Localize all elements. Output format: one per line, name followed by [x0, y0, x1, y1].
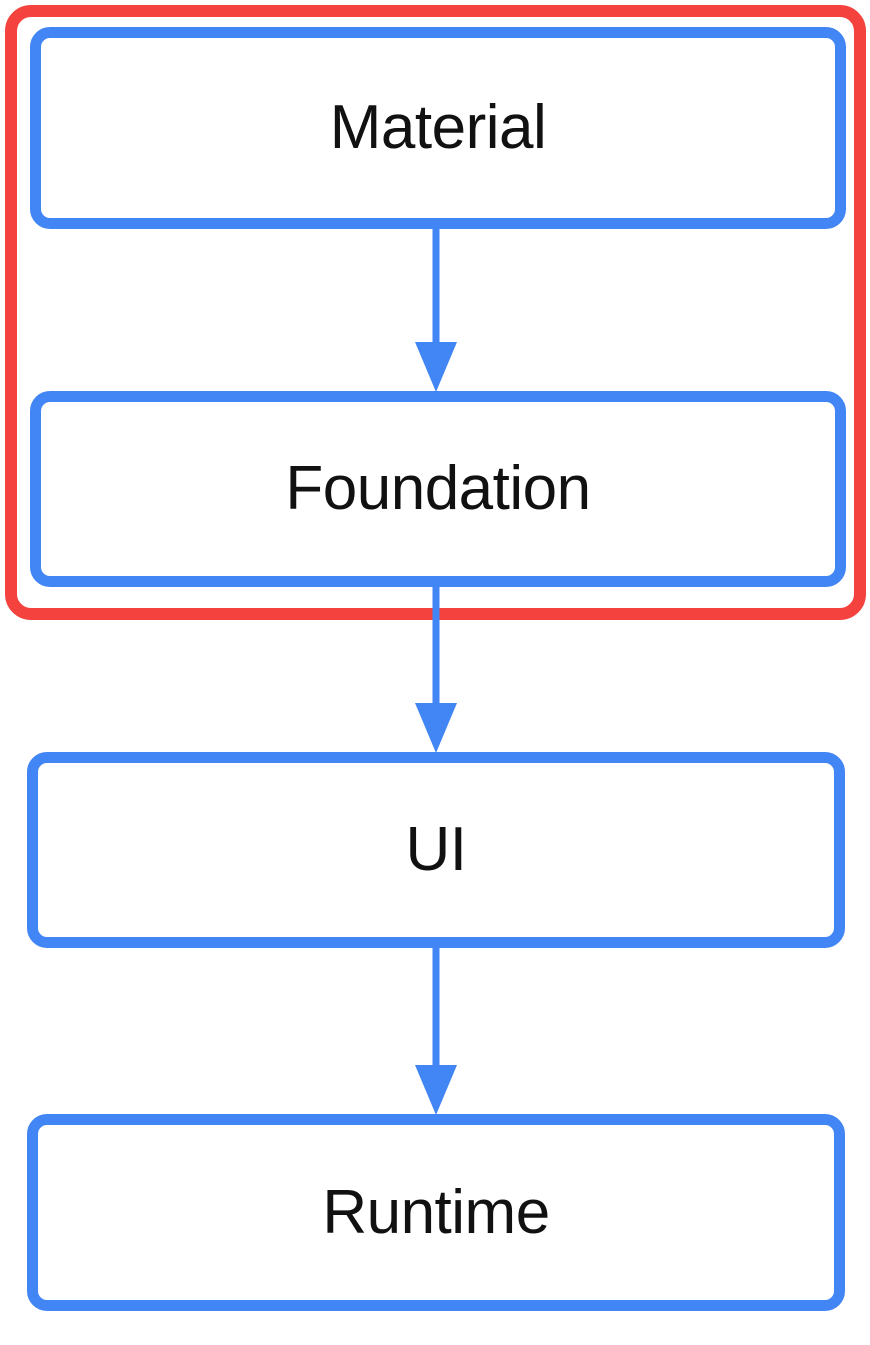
layer-box-material[interactable]: Material [30, 27, 846, 229]
arrow-ui-to-runtime [414, 947, 458, 1115]
layer-label-material: Material [329, 93, 547, 162]
layer-box-ui[interactable]: UI [27, 752, 845, 948]
layer-label-foundation: Foundation [285, 454, 591, 523]
layer-label-ui: UI [405, 815, 468, 884]
layer-label-runtime: Runtime [322, 1177, 550, 1247]
highlight-frame [5, 5, 866, 620]
layer-box-runtime[interactable]: Runtime [27, 1114, 845, 1311]
layer-box-foundation[interactable]: Foundation [30, 391, 846, 587]
